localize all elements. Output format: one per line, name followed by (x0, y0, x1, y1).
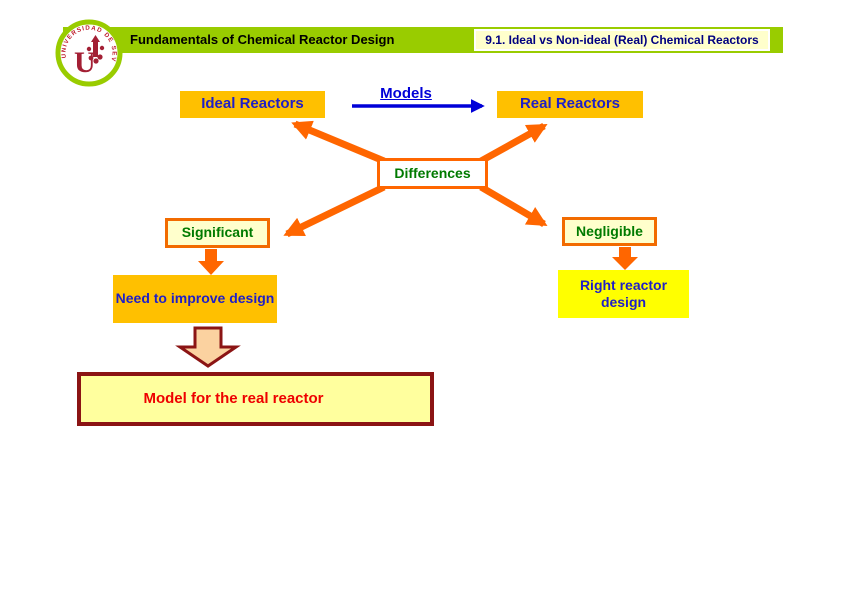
real-reactors-label: Real Reactors (519, 95, 621, 113)
block-arrow-negligible-down (612, 247, 638, 270)
differences-label: Differences (394, 164, 471, 181)
arrow-differences-to-real (479, 122, 548, 165)
differences-box: Differences (377, 158, 488, 189)
arrow-differences-to-ideal (291, 120, 386, 165)
negligible-box: Negligible (562, 217, 657, 246)
significant-box: Significant (165, 218, 270, 248)
significant-label: Significant (181, 224, 254, 241)
need-to-improve-box: Need to improve design (113, 275, 277, 323)
right-reactor-design-label: Right reactor design (579, 276, 668, 311)
university-seville-logo-icon: UNIVERSIDAD DE SEVILLA U (55, 19, 123, 87)
block-arrow-significant-down (198, 249, 224, 275)
need-to-improve-label: Need to improve design (115, 290, 275, 307)
ideal-reactors-box: Ideal Reactors (180, 91, 325, 118)
arrow-differences-to-negligible (479, 183, 548, 228)
arrow-differences-to-significant (283, 183, 386, 238)
section-title: 9.1. Ideal vs Non-ideal (Real) Chemical … (485, 33, 759, 47)
ideal-reactors-label: Ideal Reactors (201, 95, 304, 113)
block-arrow-to-model (175, 326, 241, 368)
course-title: Fundamentals of Chemical Reactor Design (130, 32, 395, 47)
real-reactors-box: Real Reactors (497, 91, 643, 118)
section-title-box: 9.1. Ideal vs Non-ideal (Real) Chemical … (474, 29, 770, 51)
models-label: Models (380, 85, 432, 102)
negligible-label: Negligible (576, 222, 643, 239)
model-for-real-reactor-label: Model for the real reactor (143, 389, 324, 407)
right-reactor-design-box: Right reactor design (558, 270, 689, 318)
logo-letter: U (74, 46, 96, 79)
logo-giralda-icon (86, 35, 105, 64)
model-for-real-reactor-box: Model for the real reactor (77, 372, 434, 426)
